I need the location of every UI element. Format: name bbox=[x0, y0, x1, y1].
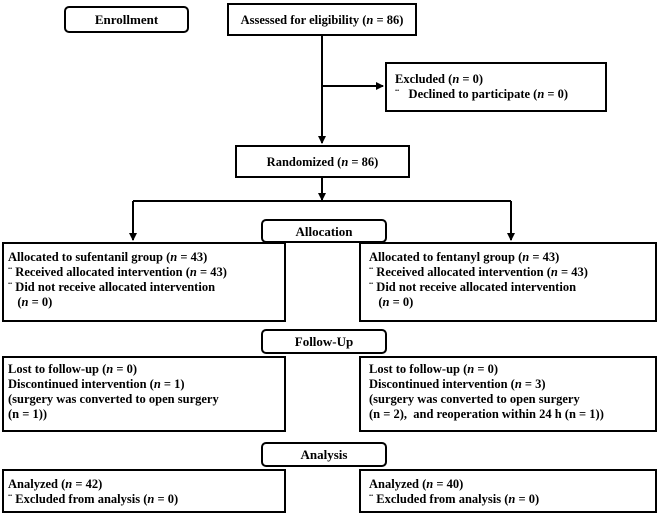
stage-allocation: Allocation bbox=[261, 219, 387, 243]
assessed-box: Assessed for eligibility (n = 86) bbox=[227, 3, 417, 36]
analysis-right-box: Analyzed (n = 40) ¨ Excluded from analys… bbox=[359, 469, 657, 513]
excluded-box: Excluded (n = 0) ¨ Declined to participa… bbox=[385, 62, 607, 112]
allocation-left-box: Allocated to sufentanil group (n = 43) ¨… bbox=[2, 242, 286, 322]
stage-analysis: Analysis bbox=[261, 442, 387, 467]
declined-line: ¨ Declined to participate (n = 0) bbox=[395, 87, 569, 101]
followup-left-box: Lost to follow-up (n = 0) Discontinued i… bbox=[2, 356, 286, 432]
analysis-left-box: Analyzed (n = 42) ¨ Excluded from analys… bbox=[2, 469, 286, 513]
allocation-right-box: Allocated to fentanyl group (n = 43) ¨ R… bbox=[359, 242, 657, 322]
randomized-box: Randomized (n = 86) bbox=[235, 145, 410, 178]
stage-enrollment: Enrollment bbox=[64, 6, 189, 33]
followup-right-box: Lost to follow-up (n = 0) Discontinued i… bbox=[359, 356, 657, 432]
excluded-line: Excluded (n = 0) bbox=[395, 72, 484, 86]
stage-followup: Follow-Up bbox=[261, 329, 387, 354]
